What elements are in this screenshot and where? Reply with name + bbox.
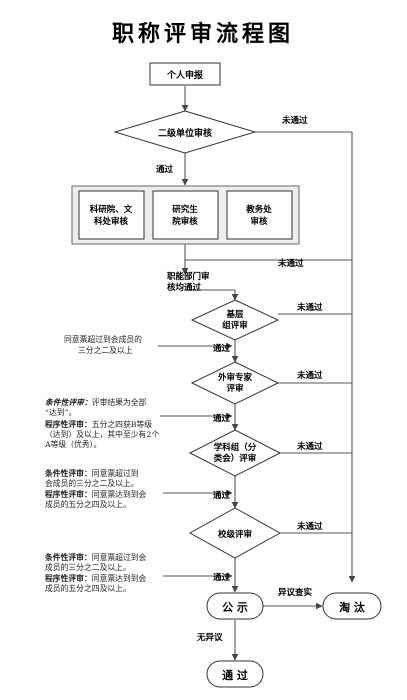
- node-eliminate-label: 淘 汰: [339, 600, 366, 614]
- label-fail-depts: 未通过: [277, 258, 304, 269]
- label-pass-expert: 通过: [213, 413, 231, 424]
- note-subject-b-body: 同意票达到到会: [92, 489, 147, 499]
- label-func-pass-line2: 核均通过: [167, 282, 202, 293]
- node-expert-line1: 外审专家: [217, 372, 253, 383]
- note-expert-a-body: 评审结果为全部: [92, 397, 147, 407]
- label-no-objection: 无异议: [196, 632, 223, 643]
- note-subject-a-body: 同意票超过到: [92, 468, 139, 478]
- label-pass-base: 通过: [213, 343, 231, 354]
- note-subject-a-head: 条件性评审：: [44, 468, 92, 478]
- svg-text:程序性评审：同意票达到到会: 程序性评审：同意票达到到会: [44, 573, 147, 583]
- edge-labels: 未通过 通过 未通过 未通过 通过 未通过 通过 未通过 通过 未通过 通过 异…: [156, 115, 323, 643]
- node-final-pass: [206, 660, 264, 688]
- node-school-review: [188, 507, 282, 559]
- node-subject-line2: 类会）评审: [214, 453, 257, 464]
- label-fail-level2: 未通过: [281, 115, 308, 126]
- svg-text:条件性评审：同意票超过到: 条件性评审：同意票超过到: [44, 468, 139, 478]
- node-dept-graduate-line2: 院审核: [172, 216, 198, 227]
- node-dept-research-line2: 科处审核: [94, 216, 129, 227]
- node-apply-label: 个人申报: [166, 69, 203, 81]
- node-dept-academic-line2: 审核: [250, 216, 268, 227]
- node-final-pass-label: 通 过: [222, 668, 248, 682]
- chart-title: 职称评审流程图: [112, 21, 294, 47]
- node-eliminate: [322, 592, 382, 620]
- node-level2-label: 二级单位审核: [158, 127, 212, 139]
- node-publicity-label: 公 示: [222, 601, 248, 614]
- connectors: [158, 86, 356, 661]
- node-subject-line1: 学科组（分: [214, 442, 257, 453]
- note-expert-a-line2: “达到”。: [45, 407, 76, 417]
- label-objection: 异议查实: [278, 587, 313, 598]
- node-level2-review: [113, 110, 257, 154]
- note-subject-b-line2: 成员的五分之四及以上。: [45, 499, 131, 509]
- svg-text:条件性评审：评审结果为全部: 条件性评审：评审结果为全部: [45, 397, 147, 407]
- note-school-b-head: 程序性评审：: [44, 573, 92, 583]
- criteria-notes: 同意票超过到会成员的 三分之二及以上 条件性评审：评审结果为全部 “达到”。 程…: [44, 334, 159, 593]
- label-pass-subject: 通过: [213, 490, 231, 501]
- note-school-b-line2: 成员的五分之四及以上。: [45, 583, 131, 593]
- note-expert-b-line3: A等级（优秀）。: [44, 439, 101, 449]
- note-expert-b-head: 程序性评审：: [44, 419, 92, 429]
- note-base-line1: 同意票超过到会成员的: [64, 334, 142, 344]
- node-base-review: [190, 299, 280, 341]
- node-base-line1: 基层: [225, 309, 244, 320]
- note-expert-a-head: 条件性评审：: [45, 398, 92, 407]
- node-apply: [149, 62, 221, 86]
- label-fail-school: 未通过: [296, 521, 323, 532]
- svg-text:条件性评审：同意票超过到会: 条件性评审：同意票超过到会: [44, 552, 147, 562]
- note-school-a-head: 条件性评审：: [44, 552, 92, 562]
- node-dept-graduate-line1: 研究生: [172, 204, 198, 215]
- note-expert-b-body: 五分之四获B等级: [92, 419, 153, 429]
- label-pass-school: 通过: [213, 572, 231, 583]
- label-fail-expert: 未通过: [296, 370, 323, 381]
- note-expert-b-line2: （达到）及以上，其中至少有2个: [45, 429, 159, 439]
- node-dept-academic-line1: 教务处: [245, 204, 272, 215]
- node-school-label: 校级评审: [218, 529, 252, 540]
- label-pass-level2: 通过: [156, 164, 174, 175]
- note-subject-b-head: 程序性评审：: [44, 489, 92, 499]
- label-fail-base: 未通过: [296, 302, 323, 313]
- node-base-line2: 组评审: [222, 320, 248, 331]
- note-school-b-body: 同意票达到到会: [92, 573, 147, 583]
- label-func-pass-line1: 职能部门审: [167, 271, 210, 282]
- note-base-line2: 三分之二及以上: [78, 345, 133, 355]
- svg-text:程序性评审：同意票达到到会: 程序性评审：同意票达到到会: [44, 489, 147, 499]
- node-publicity: [206, 592, 264, 620]
- node-dept-academic: [226, 190, 293, 240]
- node-subject-review: [188, 429, 282, 477]
- svg-text:程序性评审：五分之四获B等级: 程序性评审：五分之四获B等级: [44, 419, 152, 429]
- node-dept-graduate: [152, 190, 219, 240]
- note-school-a-line2: 成员的三分之二及以上。: [45, 562, 131, 572]
- note-school-a-body: 同意票超过到会: [92, 552, 147, 562]
- node-expert-review: [190, 361, 280, 405]
- note-subject-a-line2: 会成员的三分之二及以上。: [45, 478, 139, 488]
- node-dept-research: [78, 190, 145, 240]
- node-dept-research-line1: 科研院、文: [90, 204, 133, 215]
- label-fail-subject: 未通过: [296, 441, 323, 452]
- node-expert-line2: 评审: [226, 383, 243, 394]
